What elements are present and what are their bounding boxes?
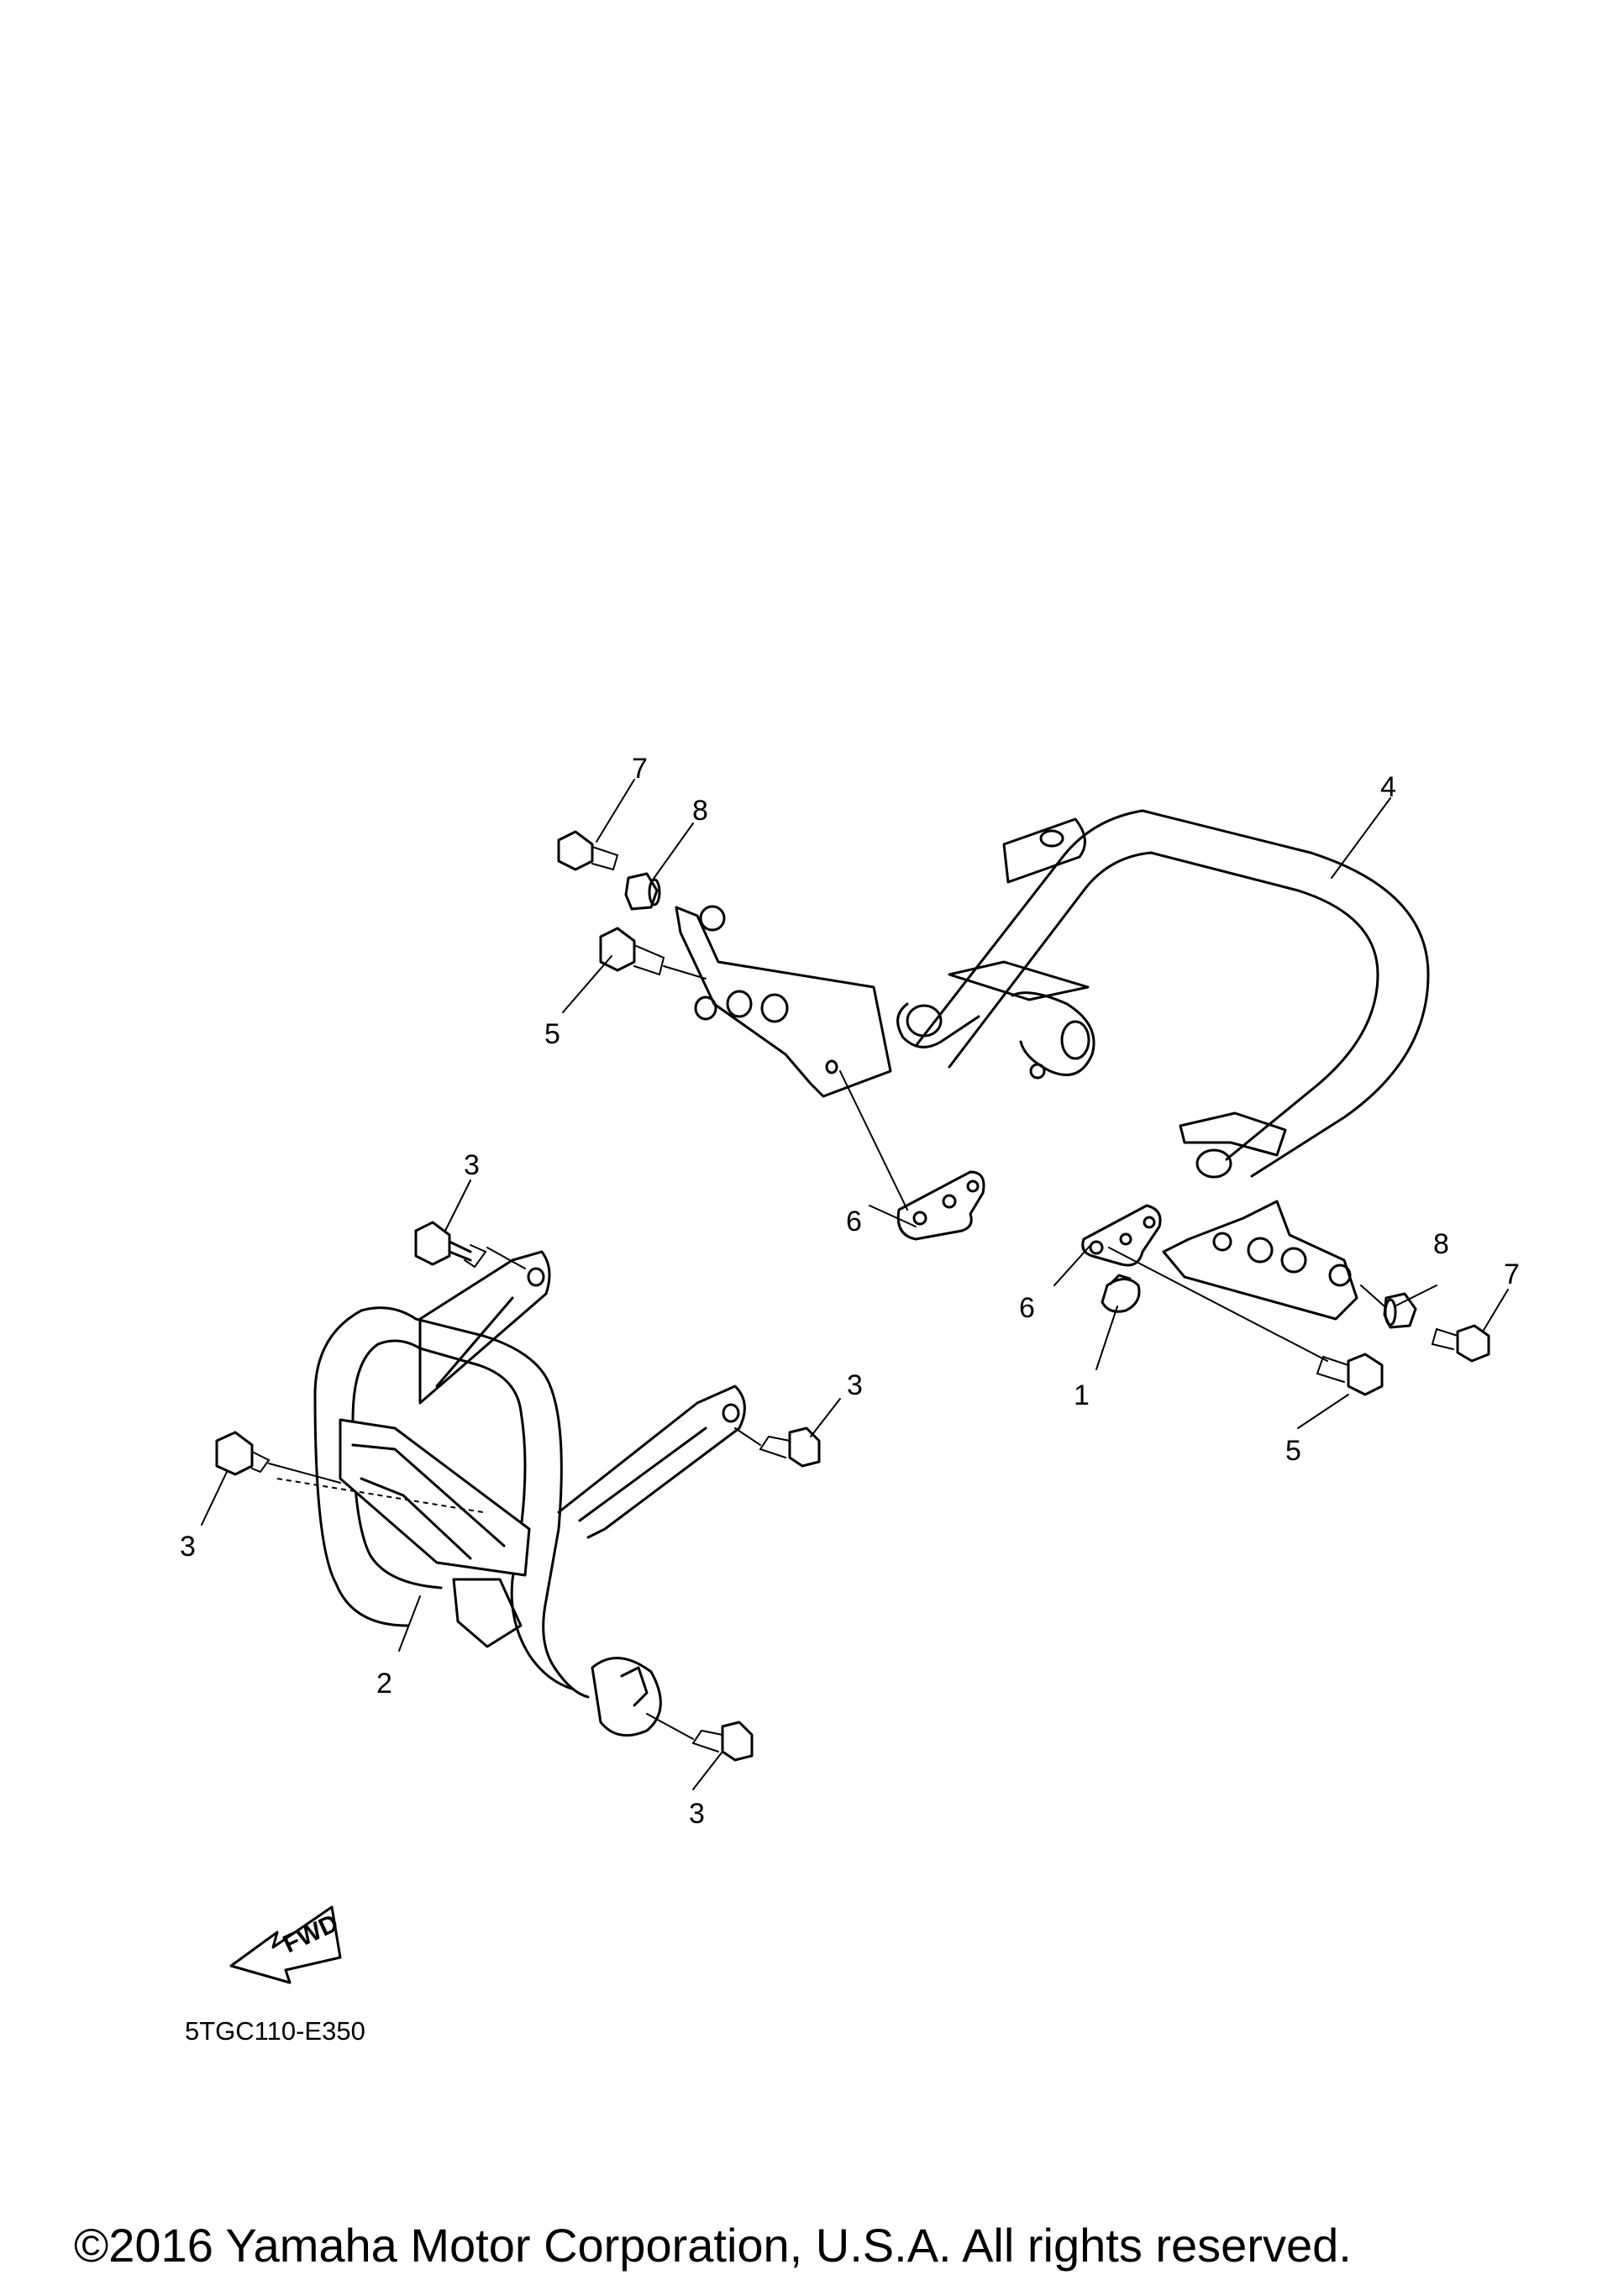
callout-5-left: 5 xyxy=(544,1018,560,1050)
right-rear-bracket xyxy=(1162,1200,1358,1321)
collar-8-right xyxy=(1383,1292,1417,1329)
bolt-5-right xyxy=(1316,1353,1384,1396)
callout-8-left: 8 xyxy=(692,795,708,827)
callout-3-bottom: 3 xyxy=(689,1798,705,1830)
bolt-3-bottom xyxy=(691,1721,754,1762)
callout-3-right: 3 xyxy=(847,1369,863,1401)
callout-2: 2 xyxy=(376,1668,392,1700)
copyright-notice: ©2016 Yamaha Motor Corporation, U.S.A. A… xyxy=(74,2219,1352,2272)
left-rear-bracket xyxy=(675,905,892,1098)
fwd-label: FWD xyxy=(279,1910,343,1959)
callout-5-right: 5 xyxy=(1285,1435,1301,1467)
bolt-3-top xyxy=(414,1221,487,1269)
front-guard xyxy=(276,1250,746,1737)
bracket-6-left xyxy=(896,1170,985,1241)
bolt-3-left xyxy=(215,1431,271,1476)
diagram-code: 5TGC110-E350 xyxy=(185,2016,365,2046)
callout-7-left: 7 xyxy=(632,753,648,785)
rear-grab-bar xyxy=(896,809,1430,1179)
collar-8-left xyxy=(624,872,661,911)
callout-1: 1 xyxy=(1074,1379,1090,1411)
callout-4: 4 xyxy=(1380,771,1396,803)
clamp-nut-1 xyxy=(1101,1274,1141,1313)
bolt-7-left xyxy=(557,830,619,871)
callout-6-right: 6 xyxy=(1019,1292,1035,1324)
callout-3-left: 3 xyxy=(180,1531,196,1563)
bolt-7-right xyxy=(1431,1324,1490,1363)
bolt-3-right xyxy=(759,1426,821,1468)
bolt-5-left xyxy=(599,927,665,976)
leader-lines xyxy=(201,779,1509,1790)
bracket-6-right xyxy=(1081,1204,1162,1267)
callout-7-right: 7 xyxy=(1504,1258,1520,1290)
callout-8-right: 8 xyxy=(1433,1228,1449,1260)
fwd-arrow-icon: FWD xyxy=(229,1905,343,1984)
callout-3-top: 3 xyxy=(464,1149,480,1181)
callout-6-left: 6 xyxy=(846,1206,862,1237)
